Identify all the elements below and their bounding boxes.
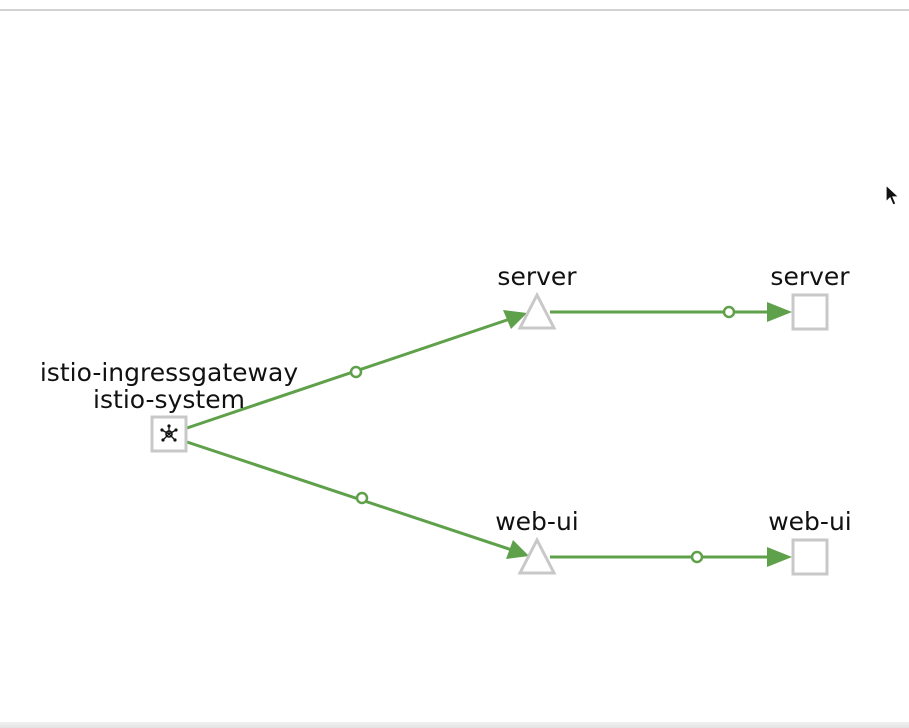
node-web-ui-workload[interactable]: web-ui [768,507,852,576]
server-workload-label: server [770,262,850,291]
gateway-namespace-label: istio-system [93,385,245,414]
web-ui-service-label: web-ui [495,507,579,536]
gateway-name-label: istio-ingressgateway [40,358,298,387]
edge-server-to-server-workload[interactable] [550,302,792,322]
gateway-icon [160,424,178,442]
node-istio-ingressgateway[interactable]: istio-ingressgateway istio-system [40,358,298,453]
node-server-service[interactable]: server [497,262,577,330]
mouse-pointer-icon [885,184,901,206]
edge-web-ui-to-web-ui-workload[interactable] [550,547,792,567]
node-web-ui-service[interactable]: web-ui [495,507,579,575]
edge-gateway-to-web-ui[interactable] [186,440,529,559]
node-server-workload[interactable]: server [770,262,850,331]
workload-square-icon [791,293,829,331]
service-triangle-icon [517,291,557,330]
web-ui-workload-label: web-ui [768,507,852,536]
top-divider [0,9,909,11]
bottom-divider [0,722,909,728]
workload-square-icon [791,538,829,576]
server-service-label: server [497,262,577,291]
edge-gateway-to-server[interactable] [186,310,527,430]
service-triangle-icon [517,536,557,575]
